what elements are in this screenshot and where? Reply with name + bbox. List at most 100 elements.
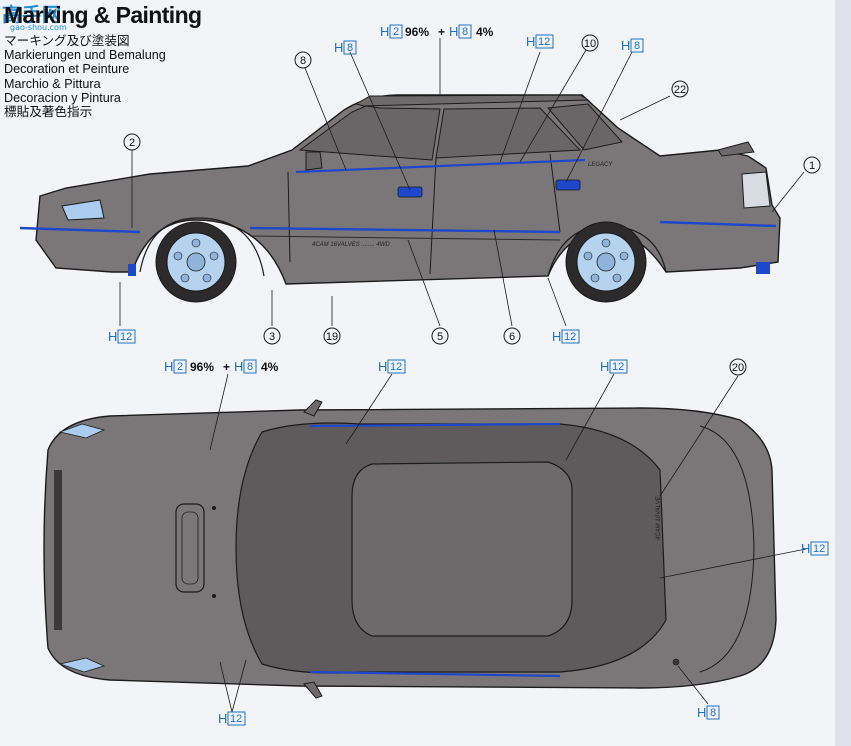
top-right-stripe — [309, 670, 561, 678]
mix-b-box — [458, 24, 472, 39]
rear-mudflap — [756, 262, 770, 274]
front-mudflap — [128, 264, 136, 276]
front-door-handle — [397, 186, 423, 198]
rear-spoiler — [717, 141, 755, 157]
top-right-headlight — [58, 657, 106, 673]
subtitle-chinese: 標貼及著色指示 — [4, 105, 93, 120]
callout-6: 6 — [503, 327, 521, 345]
callout-19-label: 19 — [326, 331, 338, 343]
top-code-2-box — [609, 359, 628, 374]
side-code-4: H 12 — [108, 329, 136, 344]
callout-5-label: 5 — [437, 331, 443, 343]
mix-a-num: 2 — [393, 26, 399, 38]
mix-top-b-letter: H — [234, 359, 243, 374]
side-decal-text: 4CAM 16VALVES ........ 4WD — [312, 242, 390, 248]
mix-top-b-num: 8 — [247, 361, 253, 373]
side-code-5-box — [561, 329, 580, 344]
watermark-main: 高手网 — [2, 4, 63, 26]
top-left-mirror — [303, 399, 323, 417]
top-code-1: H 12 — [378, 359, 406, 374]
callout-20-label: 20 — [732, 362, 744, 374]
side-view-car: 4CAM 16VALVES ........ 4WD LEGACY — [19, 94, 781, 303]
subtitle-list: マーキング及び塗装図 Markierungen und Bemalung Dec… — [4, 34, 166, 119]
mix-b-pct: 4% — [476, 25, 494, 39]
mix-a-pct: 96% — [405, 25, 429, 39]
top-code-5-num: 8 — [710, 707, 716, 719]
side-code-5: H 12 — [552, 329, 580, 344]
top-trunk-line — [699, 425, 755, 673]
side-code-4-box — [117, 329, 136, 344]
top-right-mirror — [303, 681, 323, 699]
top-code-4-letter: H — [218, 711, 227, 726]
side-code-2-box — [535, 34, 554, 49]
mix-plus: + — [438, 25, 445, 39]
side-code-1-box — [343, 40, 357, 55]
callout-10: 10 — [581, 34, 599, 52]
side-trim-line — [249, 235, 561, 241]
mix-formula-top: H 2 96% + H 8 4% — [164, 359, 279, 374]
side-front-window — [298, 105, 441, 161]
subtitle-italian: Marchio & Pittura — [4, 76, 101, 91]
top-leader-lines — [209, 373, 807, 713]
side-code-2-num: 12 — [538, 36, 550, 48]
taillight — [741, 171, 771, 209]
headlight — [61, 199, 105, 221]
subtitle-japanese: マーキング及び塗装図 — [4, 34, 130, 48]
side-code-4-letter: H — [108, 329, 117, 344]
top-code-5-letter: H — [697, 705, 706, 720]
callout-2: 2 — [123, 133, 141, 151]
mix-top-b-box — [243, 359, 257, 374]
top-code-3-letter: H — [801, 541, 810, 556]
watermark-sub: gao-shou.com — [10, 23, 67, 32]
side-code-3-num: 8 — [634, 40, 640, 52]
callout-20: 20 — [729, 358, 747, 376]
callout-1-label: 1 — [809, 160, 815, 172]
callout-3-label: 3 — [269, 331, 275, 343]
callout-2-label: 2 — [129, 137, 135, 149]
top-code-1-num: 12 — [390, 361, 402, 373]
mix-top-a-box — [173, 359, 187, 374]
subtitle-french: Decoration et Peinture — [4, 62, 130, 77]
top-code-1-box — [387, 359, 406, 374]
side-code-3-box — [630, 38, 644, 53]
top-code-2-letter: H — [600, 359, 609, 374]
subtitle-german: Markierungen und Bemalung — [4, 48, 166, 63]
side-roof — [354, 94, 590, 107]
mix-top-a-pct: 96% — [190, 360, 214, 374]
top-code-4-box — [227, 711, 246, 726]
callout-1: 1 — [803, 156, 821, 174]
top-code-5: H 8 — [697, 705, 720, 720]
mix-b-letter: H — [449, 24, 458, 39]
mix-a-letter: H — [380, 24, 389, 39]
side-code-5-num: 12 — [564, 331, 576, 343]
top-code-4-num: 12 — [230, 713, 242, 725]
top-code-3-num: 12 — [813, 543, 825, 555]
side-upper-stripe — [295, 158, 586, 174]
mix-top-a-letter: H — [164, 359, 173, 374]
callout-8-label: 8 — [300, 55, 306, 67]
top-code-4: H 12 — [218, 711, 246, 726]
callout-6-label: 6 — [509, 331, 515, 343]
subtitle-spanish: Decoracion y Pintura — [4, 90, 121, 105]
mix-b-num: 8 — [462, 26, 468, 38]
top-view-car: 4CAM 16VALVE — [43, 399, 777, 699]
top-left-stripe — [309, 422, 561, 428]
side-code-4-num: 12 — [120, 331, 132, 343]
callout-19: 19 — [323, 327, 341, 345]
callout-10-label: 10 — [584, 38, 596, 50]
top-code-1-letter: H — [378, 359, 387, 374]
mix-top-a-num: 2 — [177, 361, 183, 373]
page-title: Marking & Painting — [4, 2, 202, 28]
top-code-3-box — [810, 541, 829, 556]
side-quarter-glass — [546, 103, 623, 151]
top-front-grille — [54, 470, 62, 630]
callout-3: 3 — [263, 327, 281, 345]
side-code-2-letter: H — [526, 34, 535, 49]
front-wheel — [155, 221, 237, 303]
side-code-3-letter: H — [621, 38, 630, 53]
mix-top-plus: + — [223, 360, 230, 374]
side-code-3: H 8 — [621, 38, 644, 53]
rear-wheel — [565, 221, 647, 303]
side-lower-stripe — [19, 220, 777, 234]
callout-8: 8 — [294, 51, 312, 69]
